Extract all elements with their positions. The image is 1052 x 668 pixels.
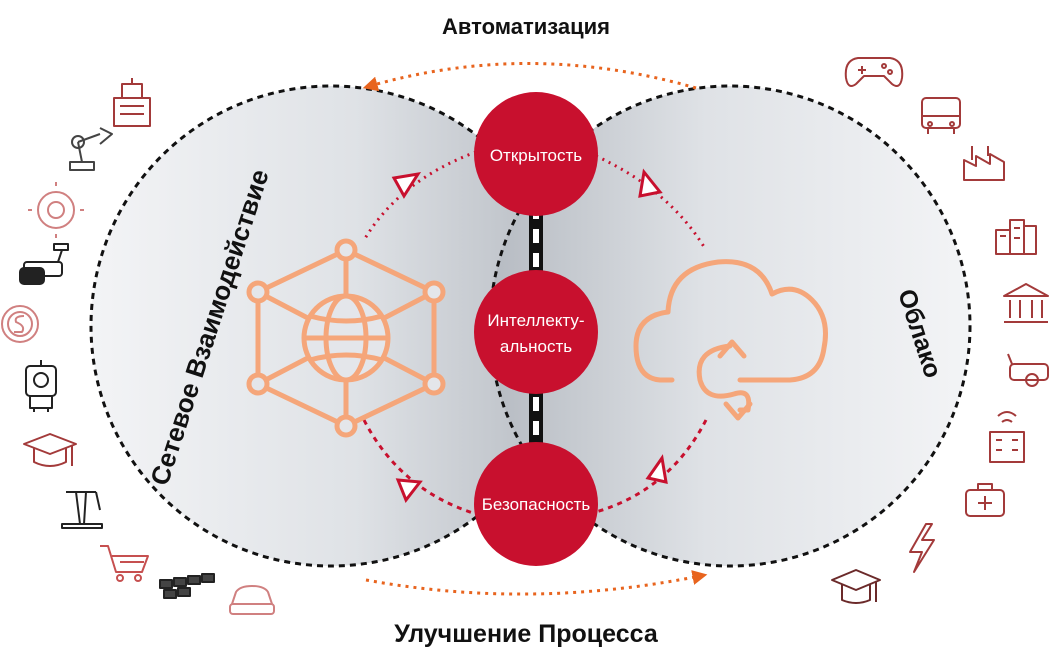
security-camera-icon	[19, 243, 69, 285]
smart-building-icon	[989, 411, 1025, 463]
globe-network-icon	[246, 238, 446, 438]
graduation-cap-icon-right	[831, 569, 881, 604]
lightning-icon	[909, 523, 935, 573]
factory-icon	[963, 146, 1005, 181]
security-camera-icon-right	[1007, 353, 1049, 387]
car-icon	[229, 585, 275, 615]
coin-icon	[1, 305, 39, 343]
automation-arc-arrow	[362, 62, 697, 92]
process-arc-arrow	[365, 570, 708, 596]
loop-arrowhead-4	[645, 454, 668, 484]
first-aid-icon	[965, 483, 1005, 517]
bank-icon	[1003, 283, 1049, 323]
building-icon	[113, 78, 151, 127]
loop-arrowhead-1	[391, 171, 422, 199]
city-buildings-icon	[995, 219, 1037, 255]
node-intelligence: Интеллекту- альность	[474, 270, 598, 394]
robot-arm-icon	[69, 127, 113, 171]
solar-panel-icon	[159, 573, 215, 599]
bus-icon	[921, 97, 961, 134]
automation-label: Автоматизация	[441, 14, 611, 39]
oil-pump-icon	[61, 491, 103, 529]
node-security: Безопасность	[474, 442, 598, 566]
loop-arrowhead-2	[638, 168, 663, 198]
shopping-cart-icon	[100, 545, 149, 582]
gamepad-icon	[844, 57, 904, 87]
node-openness-label: Открытость	[490, 146, 582, 165]
cloud-sync-icon	[633, 259, 828, 421]
loop-left-lower	[362, 419, 477, 516]
process-improvement-label: Улучшение Процесса	[394, 620, 658, 648]
gear-refresh-icon	[28, 182, 84, 238]
node-openness: Открытость	[474, 92, 598, 216]
graduation-cap-icon-left	[23, 433, 77, 467]
robot-icon	[25, 360, 57, 412]
node-intelligence-label-2: альность	[500, 337, 572, 356]
node-intelligence-label-1: Интеллекту-	[487, 311, 584, 330]
node-security-label: Безопасность	[482, 495, 591, 514]
loop-arrowhead-3	[395, 478, 423, 503]
